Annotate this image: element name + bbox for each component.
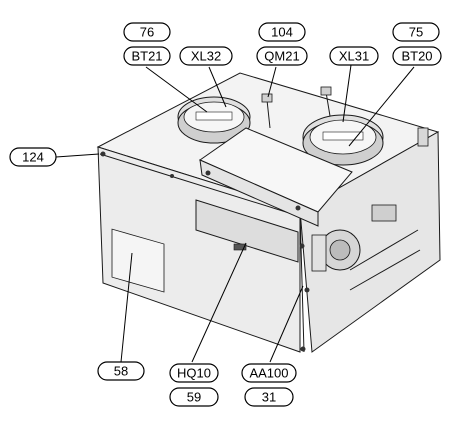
- callout-59: 59: [169, 387, 219, 407]
- screws: [100, 151, 310, 352]
- callout-hq10: HQ10: [169, 363, 219, 383]
- svg-text:31: 31: [262, 390, 276, 405]
- callout-xl32: XL32: [179, 46, 233, 66]
- callout-104: 104: [258, 22, 306, 42]
- callout-76: 76: [123, 22, 171, 42]
- svg-text:124: 124: [22, 150, 44, 165]
- callout-75: 75: [392, 22, 440, 42]
- svg-text:BT21: BT21: [131, 49, 162, 64]
- svg-text:76: 76: [140, 25, 154, 40]
- svg-text:QM21: QM21: [264, 49, 299, 64]
- duct-connection-right: [302, 114, 384, 166]
- svg-text:58: 58: [114, 364, 128, 379]
- svg-text:BT20: BT20: [401, 49, 432, 64]
- leader-lines: [55, 64, 415, 363]
- callout-124: 124: [9, 147, 57, 167]
- callout-31: 31: [244, 387, 294, 407]
- svg-text:AA100: AA100: [249, 366, 288, 381]
- ventilation-unit-drawing: [96, 72, 441, 353]
- svg-text:XL32: XL32: [191, 49, 221, 64]
- svg-text:HQ10: HQ10: [177, 366, 211, 381]
- callout-xl31: XL31: [329, 46, 379, 66]
- svg-text:104: 104: [271, 25, 293, 40]
- callout-aa100: AA100: [241, 363, 297, 383]
- heater-hatch: [195, 199, 299, 263]
- callout-bt20: BT20: [392, 46, 442, 66]
- callout-bt21: BT21: [123, 46, 171, 66]
- pipe-fittings: [261, 86, 429, 147]
- svg-text:XL31: XL31: [339, 49, 369, 64]
- callout-qm21: QM21: [256, 46, 308, 66]
- internal-components: [311, 204, 421, 291]
- duct-connection-left: [177, 96, 251, 144]
- callout-58: 58: [97, 361, 145, 381]
- svg-text:59: 59: [187, 390, 201, 405]
- unit-side-panel: [299, 131, 441, 353]
- label-plate: [111, 228, 165, 293]
- svg-text:75: 75: [409, 25, 423, 40]
